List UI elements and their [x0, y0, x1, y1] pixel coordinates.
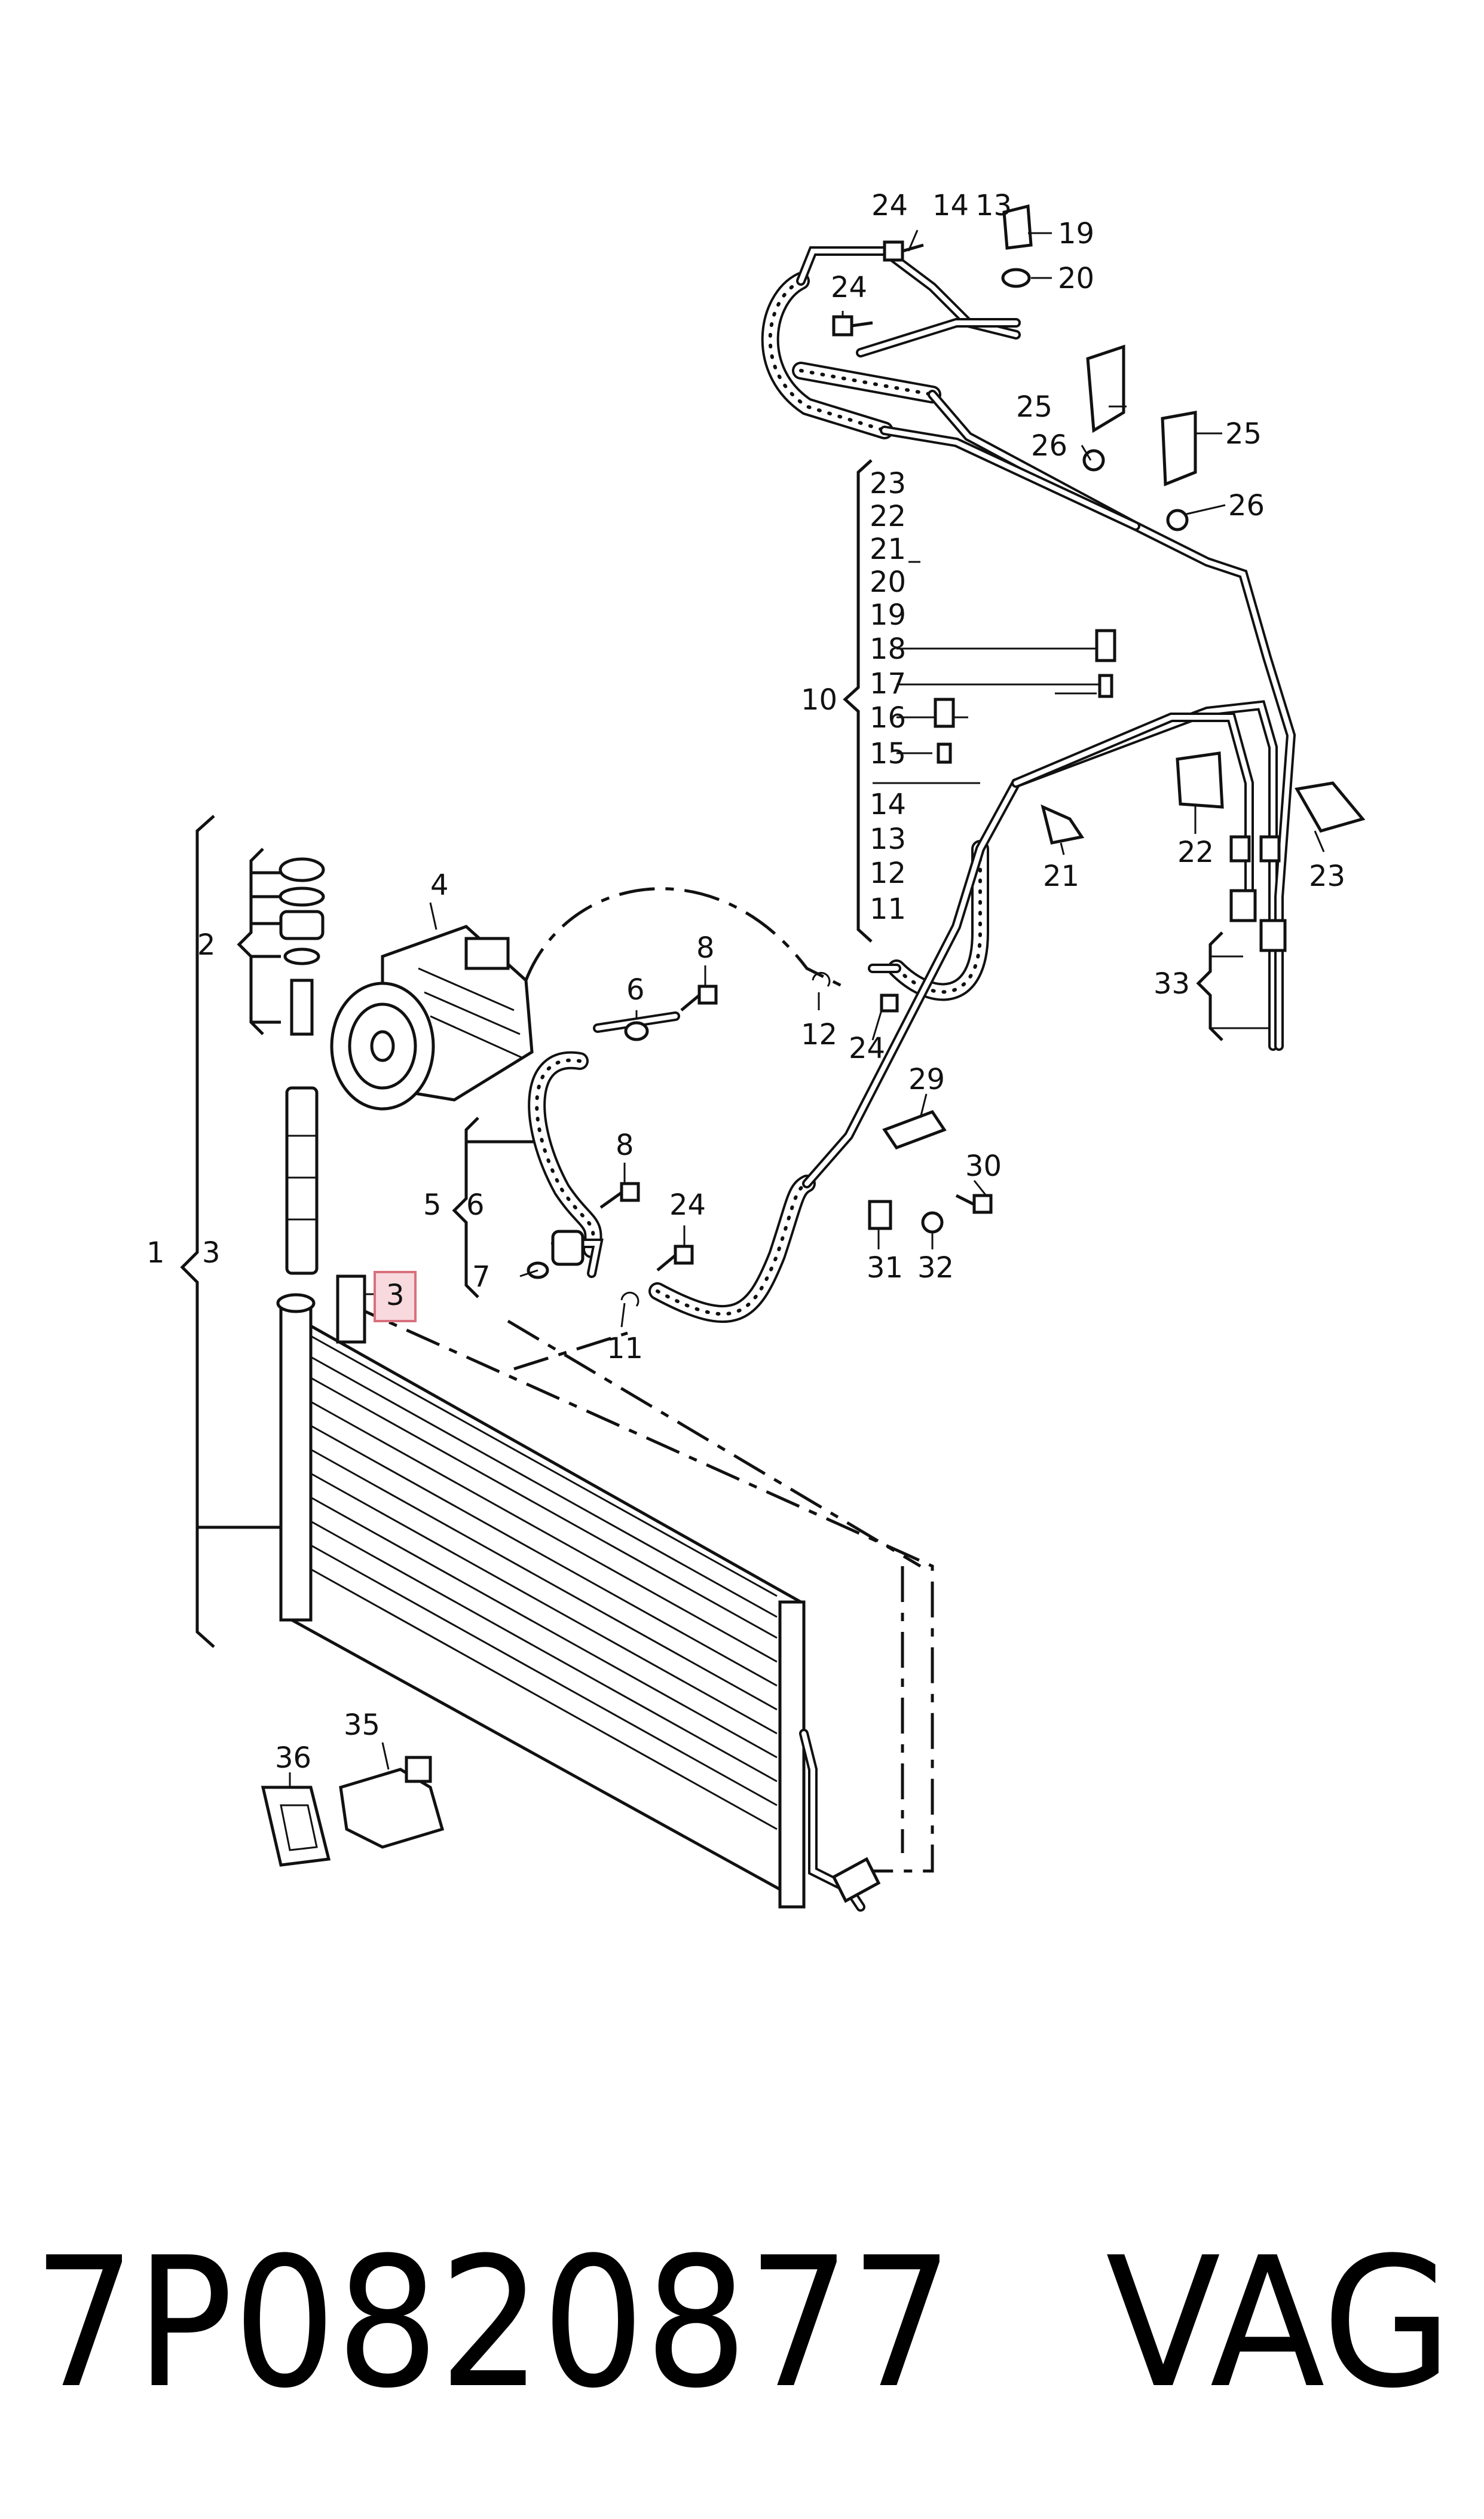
drier-cartridge: [276, 857, 325, 1313]
bracket-1: [180, 815, 281, 1648]
callout-15: 15: [870, 737, 906, 771]
callout-26: 26: [1031, 429, 1067, 463]
bracket-33: [1196, 931, 1279, 1041]
bracket-10: [843, 459, 1100, 943]
compressor: [330, 925, 534, 1111]
callout-32: 32: [917, 1251, 954, 1285]
callout-6-top: 6: [626, 973, 645, 1007]
bracket-5: [452, 1117, 538, 1298]
callout-23-list: 23: [870, 467, 906, 500]
callout-26-right: 26: [1228, 489, 1265, 522]
callout-12-list: 12: [870, 857, 906, 890]
callout-20-list: 20: [870, 565, 906, 599]
callout-36: 36: [275, 1741, 311, 1775]
filter-insert: [336, 1274, 366, 1344]
dashed-lines: [345, 887, 934, 1873]
callout-33: 33: [1153, 967, 1190, 1001]
pipes: [551, 246, 1296, 1278]
part-number: 7P0820877: [33, 2219, 953, 2428]
callout-18: 18: [870, 632, 906, 666]
callout-7: 7: [472, 1260, 491, 1294]
callout-21: 21: [1043, 860, 1079, 893]
callout-11: 11: [607, 1332, 643, 1365]
callout-1: 1: [146, 1236, 165, 1270]
callout-29: 29: [908, 1063, 945, 1096]
callout-2: 2: [197, 928, 216, 962]
callout-19: 19: [1058, 217, 1094, 250]
callout-3: 3: [202, 1236, 221, 1270]
callout-30: 30: [965, 1150, 1002, 1183]
callout-22-list: 22: [870, 500, 906, 533]
callout-12: 12: [801, 1018, 837, 1051]
small-parts: [261, 204, 1366, 1867]
callout-24-hose: 24: [849, 1032, 885, 1065]
callout-13-list: 13: [870, 823, 906, 856]
callout-25: 25: [1016, 390, 1052, 424]
callout-24-mid: 24: [831, 271, 867, 304]
callout-14-list: 14: [870, 788, 906, 821]
callout-16: 16: [870, 701, 906, 735]
callout-24-bolt: 24: [669, 1188, 706, 1222]
brand: VAG: [1106, 2219, 1452, 2428]
callout-24-top: 24: [871, 189, 908, 222]
callout-4: 4: [430, 869, 449, 902]
callout-23: 23: [1309, 860, 1345, 893]
callout-21-list: 21: [870, 533, 906, 566]
callout-8-top: 8: [696, 931, 715, 965]
highlight-box: [374, 1271, 417, 1322]
callout-3-highlighted: 3: [386, 1279, 405, 1312]
callout-11-list: 11: [870, 892, 906, 926]
callout-19-list: 19: [870, 598, 906, 632]
callout-10: 10: [801, 683, 837, 717]
callout-22: 22: [1177, 836, 1214, 869]
callout-20: 20: [1058, 262, 1094, 295]
callouts: 1 3 2 3 4 5 6 6 7 8 8 10 11 11 12 12 13 …: [146, 189, 1345, 1775]
callout-14-top: 14: [932, 189, 969, 222]
callout-17: 17: [870, 667, 906, 701]
callout-6: 6: [466, 1188, 485, 1222]
hoses: [528, 272, 989, 1323]
condenser: [279, 1306, 881, 1912]
callout-35: 35: [344, 1708, 380, 1742]
callout-31: 31: [867, 1251, 903, 1285]
callout-13-top: 13: [975, 189, 1012, 222]
callout-8: 8: [616, 1129, 634, 1162]
callout-25-right: 25: [1225, 417, 1262, 451]
callout-5: 5: [423, 1188, 442, 1222]
leader-lines: [289, 230, 1325, 1787]
bracket-2: [237, 848, 281, 1035]
